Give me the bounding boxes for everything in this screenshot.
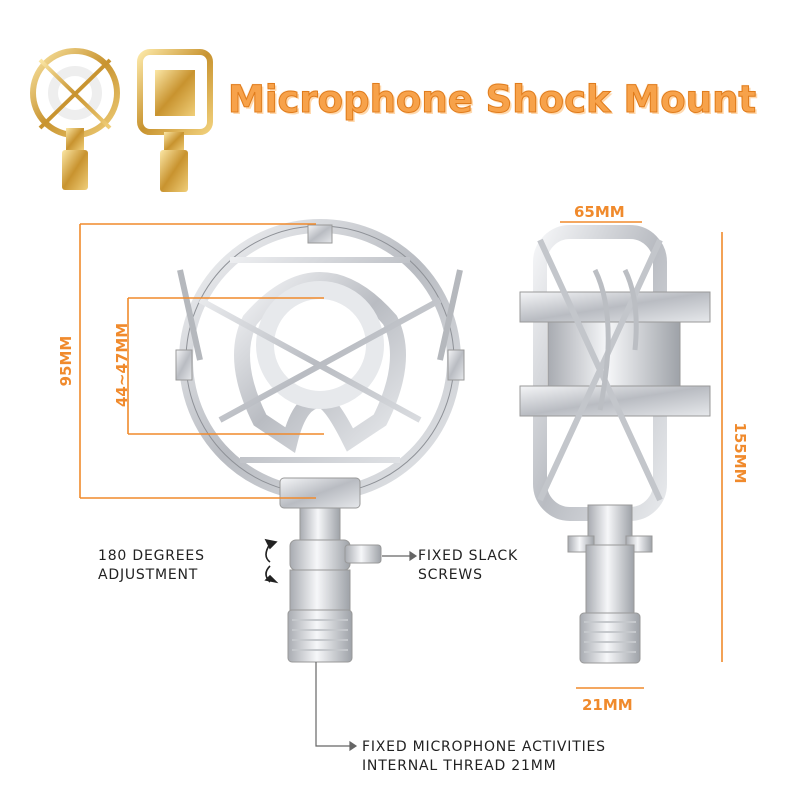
dimension-lines	[79, 221, 723, 689]
screws-note: FIXED SLACK SCREWS	[418, 547, 518, 585]
thread-note-line-2: INTERNAL THREAD 21MM	[362, 758, 557, 774]
dimension-height-right: 155MM	[731, 422, 749, 484]
dimension-inner-diameter: 44~47MM	[113, 322, 131, 407]
silver-mount-side-view	[519, 225, 711, 664]
annotation-leaders	[315, 550, 418, 752]
silver-mount-front-view	[175, 219, 465, 663]
gold-mount-side-thumbnail	[137, 49, 213, 192]
screws-note-line-2: SCREWS	[418, 567, 483, 583]
dimension-height-left: 95MM	[57, 335, 75, 387]
rotation-note-line-2: ADJUSTMENT	[98, 567, 199, 583]
dimension-width-top: 65MM	[574, 203, 625, 221]
screws-note-line-1: FIXED SLACK	[418, 548, 518, 564]
rotation-note-line-1: 180 DEGREES	[98, 548, 205, 564]
dimension-base-width: 21MM	[582, 696, 633, 714]
thread-note: FIXED MICROPHONE ACTIVITIES INTERNAL THR…	[362, 738, 606, 776]
thread-note-line-1: FIXED MICROPHONE ACTIVITIES	[362, 739, 606, 755]
page-title: Microphone Shock Mount	[228, 78, 757, 122]
gold-mount-front-thumbnail	[30, 48, 120, 190]
rotation-arrows-icon	[264, 538, 279, 584]
rotation-note: 180 DEGREES ADJUSTMENT	[98, 547, 205, 585]
